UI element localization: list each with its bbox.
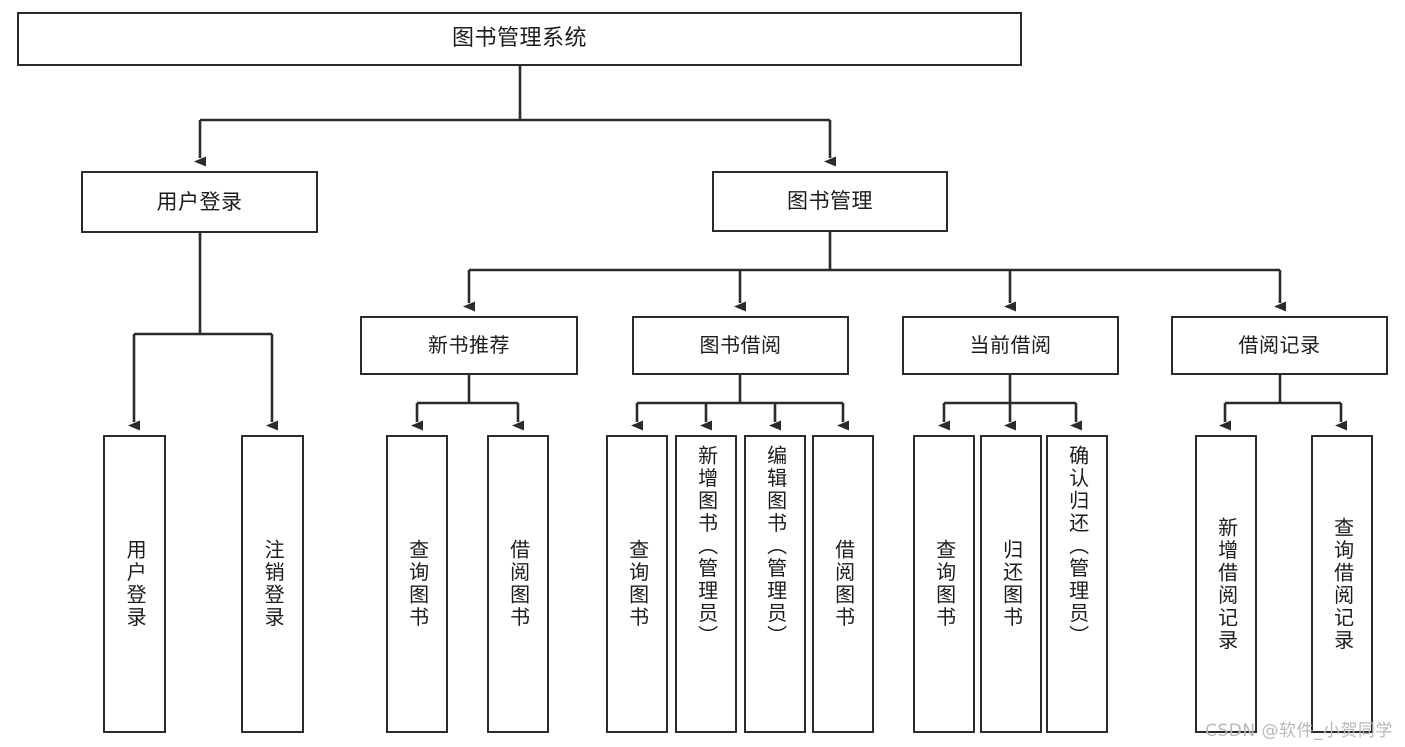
node-book-borrowing[interactable]: 图书借阅 [632, 316, 849, 375]
node-label: 当前借阅 [969, 333, 1052, 357]
node-root-book-management-system[interactable]: 图书管理系统 [17, 12, 1022, 66]
leaf-record-query-borrow-record[interactable]: 查询借阅记录 [1311, 435, 1373, 733]
leaf-user-login-login[interactable]: 用户登录 [103, 435, 166, 733]
node-label: 图书管理系统 [451, 26, 587, 52]
leaf-label: 确认归还（管理员） [1065, 445, 1090, 648]
node-user-login[interactable]: 用户登录 [81, 171, 318, 233]
leaf-borrow-add-book-admin[interactable]: 新增图书（管理员） [675, 435, 737, 733]
node-label: 借阅记录 [1238, 333, 1321, 357]
leaf-label: 编辑图书（管理员） [763, 445, 788, 648]
leaf-current-confirm-return-admin[interactable]: 确认归还（管理员） [1046, 435, 1108, 733]
leaf-record-add-borrow-record[interactable]: 新增借阅记录 [1195, 435, 1257, 733]
node-book-management[interactable]: 图书管理 [712, 171, 948, 232]
node-label: 图书借阅 [699, 333, 782, 357]
node-new-book-recommendation[interactable]: 新书推荐 [360, 316, 578, 375]
leaf-label: 新增借阅记录 [1214, 516, 1239, 652]
node-label: 图书管理 [787, 189, 873, 214]
watermark-text: CSDN @软件_小贺同学 [1205, 721, 1393, 741]
leaf-new-book-query-books[interactable]: 查询图书 [386, 435, 448, 733]
leaf-label: 查询图书 [625, 539, 650, 629]
leaf-current-query-books[interactable]: 查询图书 [913, 435, 975, 733]
leaf-label: 借阅图书 [506, 539, 531, 629]
leaf-borrow-edit-book-admin[interactable]: 编辑图书（管理员） [744, 435, 806, 733]
leaf-label: 查询借阅记录 [1330, 516, 1355, 652]
node-label: 新书推荐 [428, 333, 510, 357]
node-label: 用户登录 [156, 189, 243, 214]
leaf-borrow-query-books[interactable]: 查询图书 [606, 435, 668, 733]
leaf-current-return-books[interactable]: 归还图书 [980, 435, 1042, 733]
leaf-label: 借阅图书 [831, 539, 856, 629]
leaf-borrow-borrow-books[interactable]: 借阅图书 [812, 435, 874, 733]
leaf-label: 注销登录 [261, 539, 286, 629]
node-borrowing-record[interactable]: 借阅记录 [1171, 316, 1388, 375]
leaf-label: 查询图书 [405, 539, 430, 629]
leaf-label: 用户登录 [123, 539, 148, 629]
leaf-label: 查询图书 [932, 539, 957, 629]
leaf-label: 新增图书（管理员） [694, 445, 719, 648]
leaf-user-login-logout[interactable]: 注销登录 [241, 435, 304, 733]
leaf-new-book-borrow-books[interactable]: 借阅图书 [487, 435, 549, 733]
node-current-borrowing[interactable]: 当前借阅 [902, 316, 1119, 375]
leaf-label: 归还图书 [999, 539, 1024, 629]
